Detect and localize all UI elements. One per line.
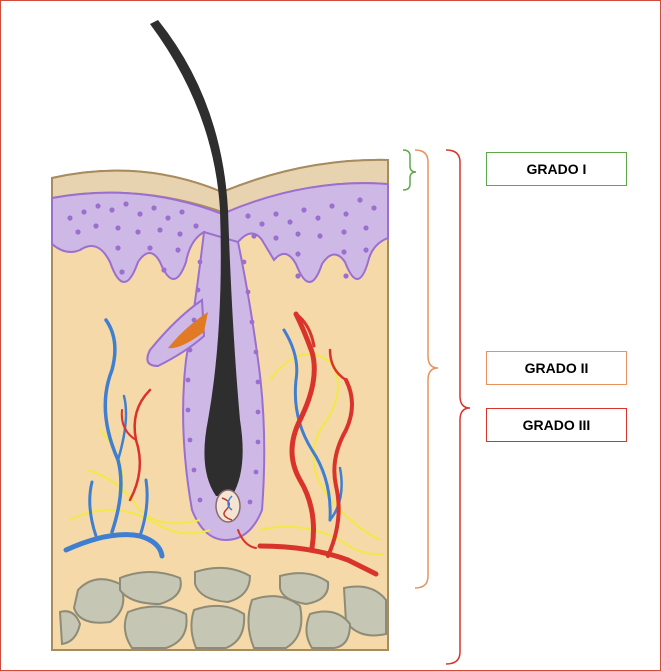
grado-1-label: GRADO I xyxy=(486,152,627,186)
grado-3-bracket xyxy=(446,150,470,664)
grado-1-bracket xyxy=(403,150,416,190)
grado-3-label: GRADO III xyxy=(486,408,627,442)
grado-2-bracket xyxy=(415,150,438,588)
grado-2-label: GRADO II xyxy=(486,351,627,385)
